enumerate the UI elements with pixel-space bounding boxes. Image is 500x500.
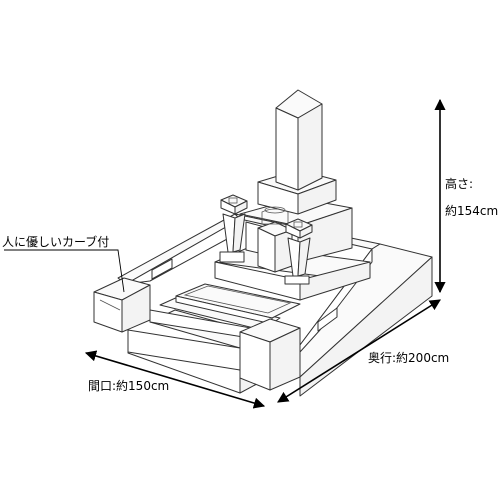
height-value-label: 約154cm	[445, 204, 499, 218]
curb-label: 人に優しいカーブ付	[2, 235, 110, 249]
height-title-label: 高さ:	[445, 177, 474, 191]
left-flower-vase	[219, 194, 248, 263]
left-corner-pillar	[93, 277, 151, 333]
right-flower-vase	[284, 218, 313, 285]
width-label: 間口:約150cm	[88, 379, 170, 393]
depth-arrow	[277, 299, 441, 403]
depth-label: 奥行:約200cm	[368, 351, 450, 365]
right-corner-pillar	[239, 318, 301, 391]
width-arrow	[84, 350, 266, 409]
monument-column	[275, 89, 323, 191]
curb-leader-line	[4, 249, 125, 293]
offering-stand	[257, 206, 293, 273]
